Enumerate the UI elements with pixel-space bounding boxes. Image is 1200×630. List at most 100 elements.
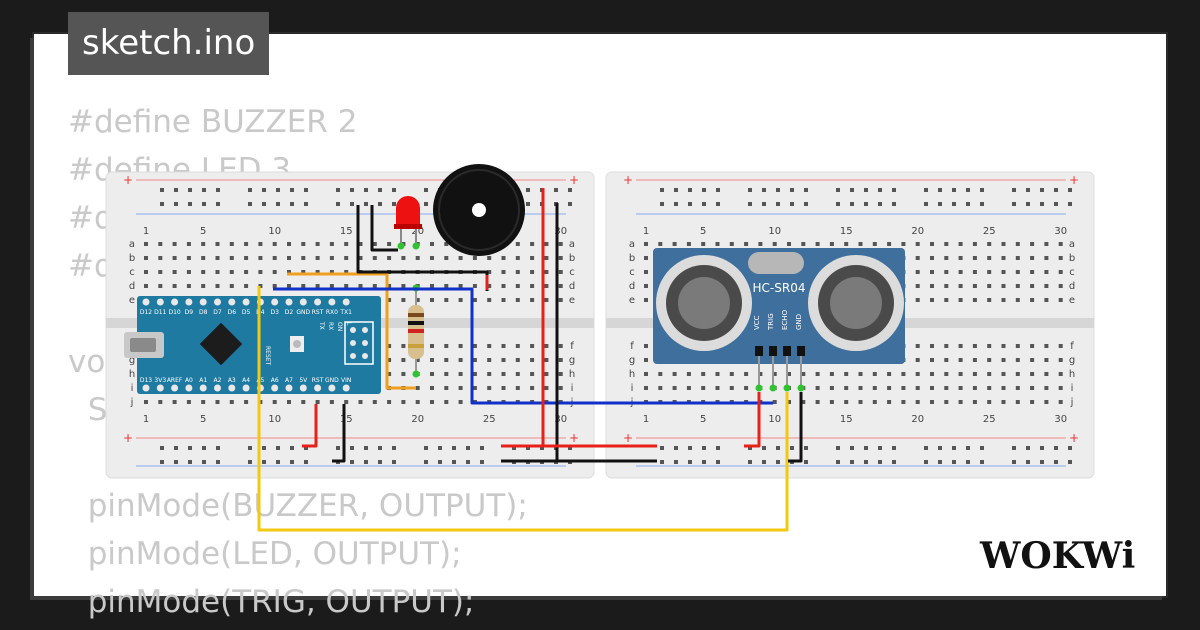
column-number: 30 [1054, 226, 1067, 237]
wire-red[interactable] [302, 404, 318, 448]
row-letter: i [1071, 383, 1074, 394]
arduino-pin-label: D9 [185, 309, 194, 316]
code-line: pinMode(LED, OUTPUT); [68, 536, 462, 572]
row-letter: h [629, 369, 635, 380]
arduino-side-label: ON [336, 322, 343, 331]
column-number: 20 [411, 226, 424, 237]
column-number: 1 [643, 226, 649, 237]
arduino-pin-label: A1 [199, 377, 207, 384]
arduino-pin-label: 5V [299, 377, 308, 384]
row-letter: j [130, 397, 134, 408]
row-letter: a [1069, 239, 1075, 250]
row-letter: e [129, 295, 135, 306]
column-number: 30 [554, 226, 567, 237]
column-number: 1 [643, 414, 649, 425]
column-number: 30 [1054, 414, 1067, 425]
column-number: 5 [200, 226, 206, 237]
column-number: 20 [911, 226, 924, 237]
column-number: 5 [700, 414, 706, 425]
arduino-pin-label: D5 [242, 309, 251, 316]
arduino-side-label: RX [327, 322, 334, 330]
rail-plus-label: + [623, 173, 633, 187]
code-line: #define BUZZER 2 [68, 104, 358, 140]
row-letter: h [569, 369, 575, 380]
column-number: 15 [840, 226, 853, 237]
arduino-pin-label: A7 [285, 377, 293, 384]
led-red[interactable] [394, 196, 422, 250]
arduino-pin-label: RST [312, 377, 324, 384]
row-letter: a [129, 239, 135, 250]
arduino-pin-label: A6 [271, 377, 279, 384]
arduino-pin-label: AREF [167, 377, 183, 384]
row-letter: g [569, 355, 575, 366]
arduino-pin-label: 3V3 [154, 377, 166, 384]
row-letter: e [1069, 295, 1075, 306]
sensor-pin-label: VCC [753, 315, 761, 330]
column-number: 25 [483, 414, 496, 425]
column-number: 15 [340, 226, 353, 237]
row-letter: b [629, 253, 635, 264]
arduino-side-label: TX [318, 321, 325, 330]
column-number: 10 [268, 414, 281, 425]
row-letter: g [129, 355, 135, 366]
sensor-pin-label: ECHO [781, 309, 789, 330]
arduino-pin-label: D6 [228, 309, 237, 316]
column-number: 25 [983, 414, 996, 425]
code-line: pinMode(TRIG, OUTPUT); [68, 584, 475, 620]
resistor[interactable] [408, 284, 424, 378]
breadboard-labels: ++++115510101515202025253030aabbccddeeff… [123, 173, 1079, 445]
rail-plus-label: + [1069, 173, 1079, 187]
column-number: 20 [411, 414, 424, 425]
reset-label: RESET [264, 346, 271, 366]
wire-black[interactable] [332, 404, 346, 463]
row-letter: i [571, 383, 574, 394]
arduino-pin-label: D2 [285, 309, 294, 316]
rail-plus-label: + [123, 431, 133, 445]
arduino-pin-label: D7 [213, 309, 222, 316]
column-number: 30 [554, 414, 567, 425]
rail-plus-label: + [569, 173, 579, 187]
arduino-pin-label: D3 [270, 309, 279, 316]
row-letter: j [1070, 397, 1074, 408]
arduino-pin-label: TX1 [339, 309, 352, 316]
row-letter: c [569, 267, 575, 278]
row-letter: a [629, 239, 635, 250]
buzzer[interactable] [433, 164, 525, 256]
arduino-pin-label: D8 [199, 309, 208, 316]
column-number: 5 [700, 226, 706, 237]
sensor-pin-label: GND [795, 314, 803, 330]
column-number: 5 [200, 414, 206, 425]
arduino-pin-label: VIN [341, 377, 351, 384]
wire-yellow[interactable] [257, 286, 789, 532]
sensor-pin-label: TRIG [767, 313, 775, 331]
row-letter: i [631, 383, 634, 394]
row-letter: e [569, 295, 575, 306]
row-letter: g [1069, 355, 1075, 366]
wire-orange[interactable] [287, 272, 416, 390]
row-letter: a [569, 239, 575, 250]
row-letter: i [131, 383, 134, 394]
column-number: 10 [268, 226, 281, 237]
arduino-pin-label: D11 [154, 309, 166, 316]
wire-red[interactable] [744, 392, 761, 448]
row-letter: d [569, 281, 575, 292]
arduino-pin-label: D13 [140, 377, 152, 384]
row-letter: c [629, 267, 635, 278]
arduino-pin-label: D10 [168, 309, 180, 316]
svg-text:WOKWi: WOKWi [979, 535, 1135, 577]
wire-black[interactable] [788, 392, 803, 463]
column-number: 15 [340, 414, 353, 425]
row-letter: b [1069, 253, 1075, 264]
column-number: 10 [768, 414, 781, 425]
column-number: 15 [840, 414, 853, 425]
rail-plus-label: + [123, 173, 133, 187]
column-number: 1 [143, 414, 149, 425]
row-letter: d [1069, 281, 1075, 292]
wire-blue[interactable] [273, 287, 773, 405]
wire-black[interactable] [370, 205, 398, 252]
row-letter: h [1069, 369, 1075, 380]
file-tab[interactable]: sketch.ino [68, 12, 270, 75]
